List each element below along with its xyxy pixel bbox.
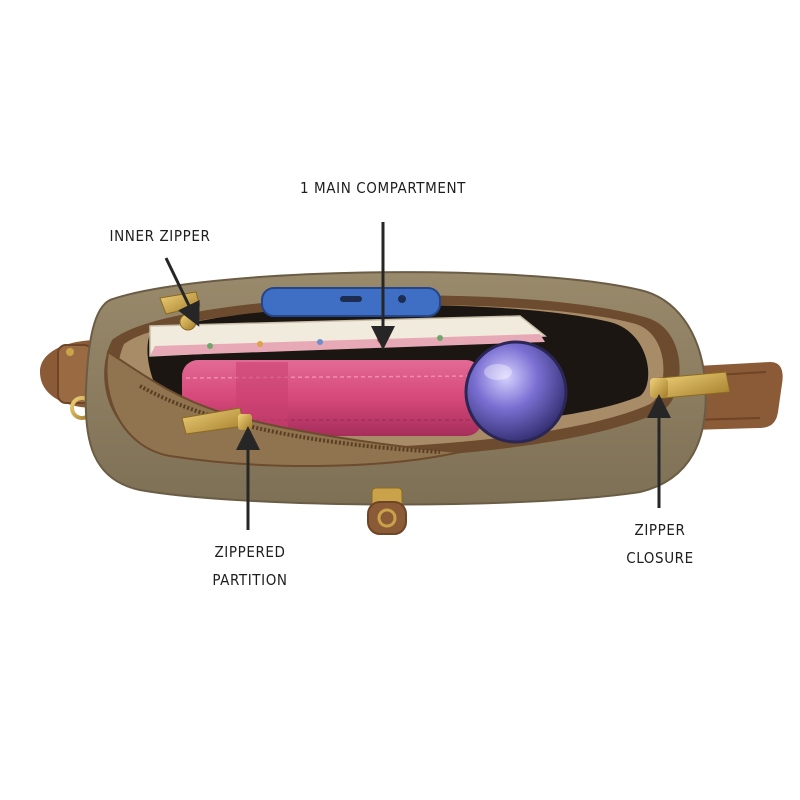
main-compartment-label: 1 MAIN COMPARTMENT <box>299 179 467 197</box>
inner-zipper-label: INNER ZIPPER <box>109 227 211 245</box>
notebook-item <box>149 315 548 357</box>
phone-item <box>261 287 441 317</box>
inner-zipper-arrow <box>164 257 200 327</box>
zippered-partition-label: ZIPPERED PARTITION <box>212 543 288 589</box>
closure-zipper-pull <box>650 371 731 399</box>
sphere-item <box>464 340 568 444</box>
zipper-closure-label: ZIPPER CLOSURE <box>626 521 694 567</box>
front-tab-ring <box>367 487 407 535</box>
pink-case-item <box>182 360 482 436</box>
zippered-partition-flap <box>105 350 461 468</box>
